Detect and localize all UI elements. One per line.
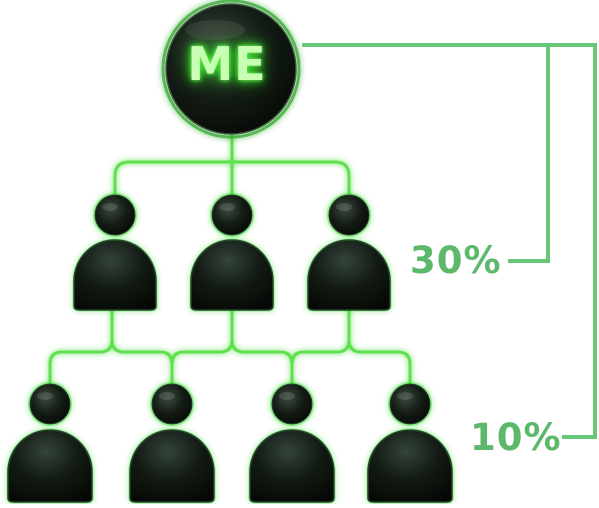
tree-connectors <box>48 132 412 386</box>
bracket-30-percent <box>508 45 550 263</box>
l1b-to-l2c <box>230 338 294 386</box>
person-head <box>94 194 136 236</box>
people-layer <box>6 192 454 504</box>
person-body <box>190 239 274 311</box>
person-body <box>249 429 335 503</box>
person-icon <box>6 381 94 504</box>
l1c-to-l2c <box>290 302 351 366</box>
l1c-to-l2d <box>347 338 412 386</box>
person-icon <box>128 381 216 504</box>
l1a-to-l2a <box>48 302 114 386</box>
level-brackets <box>302 43 597 439</box>
person-head <box>389 383 431 425</box>
person-body <box>307 239 391 311</box>
person-body <box>367 429 453 503</box>
level1-percentage: 30% <box>410 239 502 282</box>
level2-percentage: 10% <box>470 416 562 459</box>
person-icon <box>189 192 275 312</box>
l1a-to-l2b <box>110 338 174 386</box>
person-icon <box>72 192 158 312</box>
person-head <box>151 383 193 425</box>
person-icon <box>248 381 336 504</box>
person-head <box>211 194 253 236</box>
l1b-to-l2b <box>170 302 234 366</box>
person-head <box>271 383 313 425</box>
person-head <box>29 383 71 425</box>
person-icon <box>366 381 454 504</box>
person-icon <box>306 192 392 312</box>
person-head <box>328 194 370 236</box>
me-node <box>161 0 301 139</box>
person-body <box>73 239 157 311</box>
me-label: ME <box>187 37 267 91</box>
person-body <box>129 429 215 503</box>
person-body <box>7 429 93 503</box>
bracket-10-percent <box>302 43 597 439</box>
